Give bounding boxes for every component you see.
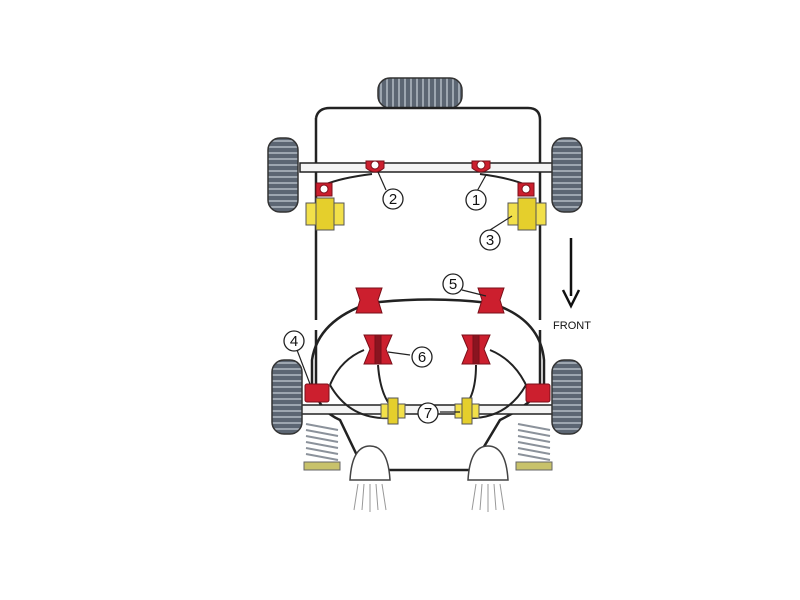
svg-text:2: 2 — [389, 191, 397, 208]
wheel-rear-left — [267, 137, 299, 213]
anti-roll-bar — [310, 298, 546, 392]
front-outer-bush-red — [304, 383, 551, 403]
callout-leaders — [296, 171, 513, 413]
headlamp-left — [349, 445, 391, 512]
svg-text:5: 5 — [449, 276, 457, 293]
callout-4: 4 — [283, 330, 305, 352]
svg-text:4: 4 — [290, 333, 298, 350]
front-label: FRONT — [553, 320, 591, 332]
front-bush-yellow — [380, 397, 480, 425]
callout-7: 7 — [417, 402, 439, 424]
wheel-front-right — [551, 359, 583, 435]
rear-bush-yellow — [305, 197, 547, 231]
wheel-rear-right — [551, 137, 583, 213]
coil-spring-right — [515, 423, 553, 471]
front-arm-bush-red — [363, 334, 491, 365]
callout-6: 6 — [411, 346, 433, 368]
callout-3: 3 — [479, 229, 501, 251]
callout-5: 5 — [442, 273, 464, 295]
svg-text:1: 1 — [472, 192, 480, 209]
spare-wheel — [377, 77, 463, 109]
wheel-front-left — [271, 359, 303, 435]
rear-links — [323, 173, 527, 190]
callout-2: 2 — [382, 188, 404, 210]
rear-bush-red — [315, 160, 535, 197]
svg-text:7: 7 — [424, 405, 432, 422]
arb-bush-red — [355, 287, 505, 314]
callout-1: 1 — [465, 189, 487, 211]
headlamp-right — [467, 445, 509, 512]
svg-text:6: 6 — [418, 349, 426, 366]
front-arrow-icon — [561, 238, 581, 309]
svg-text:3: 3 — [486, 232, 494, 249]
coil-spring-left — [303, 423, 341, 471]
